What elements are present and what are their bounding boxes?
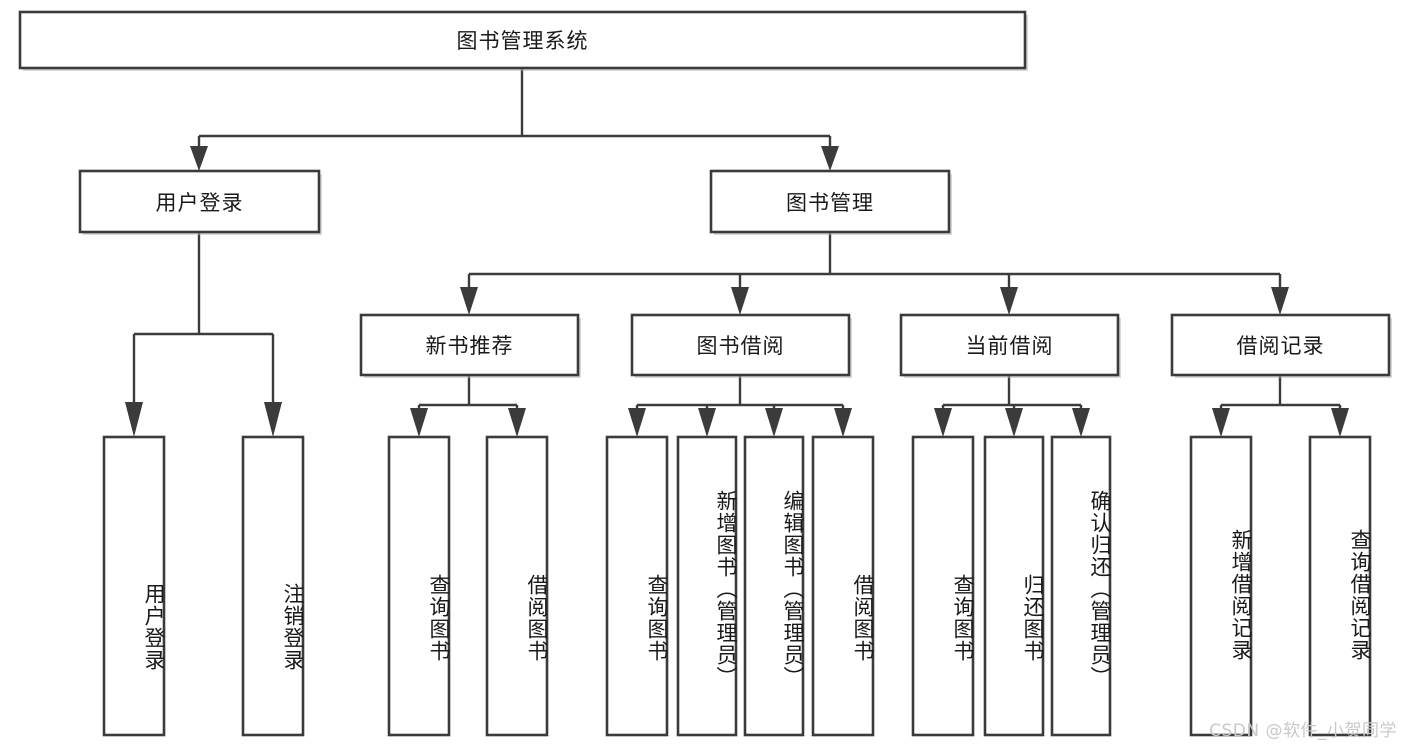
leaf-box-borrow-book-a[interactable] [485,435,549,737]
arrowhead-book-borrow [731,287,749,315]
current-borrow-box [899,313,1120,377]
arrowhead-current-borrow [1000,287,1018,315]
root-box [18,10,1027,70]
arrowhead-leaf-user-login [125,402,143,437]
leaf-box-group [102,435,1372,737]
edge-group-borrowrecord-to-leaves [1212,375,1349,437]
user-login-box [78,169,321,234]
arrowhead-leaf-logout [264,402,282,437]
node-box-borrow-record[interactable] [1170,313,1392,378]
leaf-box-query-book-c[interactable] [911,435,975,737]
leaf-box-confirm-return[interactable] [1050,435,1112,737]
edge-group-newbookrec-to-leaves [410,375,526,437]
arrowhead-leaf-query-record [1331,408,1349,437]
book-mgmt-box [709,169,951,234]
leaf-box-borrow-book-b[interactable] [811,435,875,737]
arrowhead-leaf-add-record [1212,408,1230,437]
leaf-box-add-record[interactable] [1189,435,1253,737]
node-box-new-book-rec[interactable] [359,313,581,378]
leaf-box-query-book-b[interactable] [605,435,669,737]
leaf-box-query-book-a[interactable] [387,435,451,737]
new-book-rec-box [359,313,580,377]
arrowhead-leaf-query-book-c [934,408,952,437]
leaf-box-logout[interactable] [241,435,305,737]
edge-group-root-to-level2 [190,68,839,171]
arrowhead-leaf-query-book-a [410,408,428,437]
leaf-box-query-record[interactable] [1308,435,1372,737]
node-box-user-login[interactable] [78,169,322,235]
arrowhead-book-mgmt [821,146,839,171]
arrowhead-leaf-edit-book [765,408,783,437]
arrowhead-leaf-borrow-book-b [834,408,852,437]
leaf-box-return-book[interactable] [983,435,1045,737]
node-box-current-borrow[interactable] [899,313,1121,378]
edge-group-bookmgmt-to-level3 [460,232,1289,315]
edge-group-userlogin-to-leaves [125,232,282,437]
arrowhead-borrow-record [1271,287,1289,315]
edge-group-currentborrow-to-leaves [934,375,1090,437]
arrowhead-user-login [190,146,208,171]
arrowhead-leaf-borrow-book-a [508,408,526,437]
leaf-box-add-book[interactable] [676,435,738,737]
borrow-record-box [1170,313,1391,377]
node-box-book-borrow[interactable] [630,313,852,378]
arrowhead-new-book-rec [460,287,478,315]
arrowhead-leaf-return-book [1005,408,1023,437]
book-borrow-box [630,313,851,377]
node-box-book-mgmt[interactable] [709,169,952,235]
arrowhead-leaf-confirm-return [1072,408,1090,437]
arrowhead-leaf-add-book [698,408,716,437]
leaf-box-user-login[interactable] [102,435,166,737]
leaf-box-edit-book[interactable] [743,435,805,737]
arrowhead-leaf-query-book-b [628,408,646,437]
edge-group-bookborrow-to-leaves [628,375,852,437]
node-box-root[interactable] [18,10,1028,71]
